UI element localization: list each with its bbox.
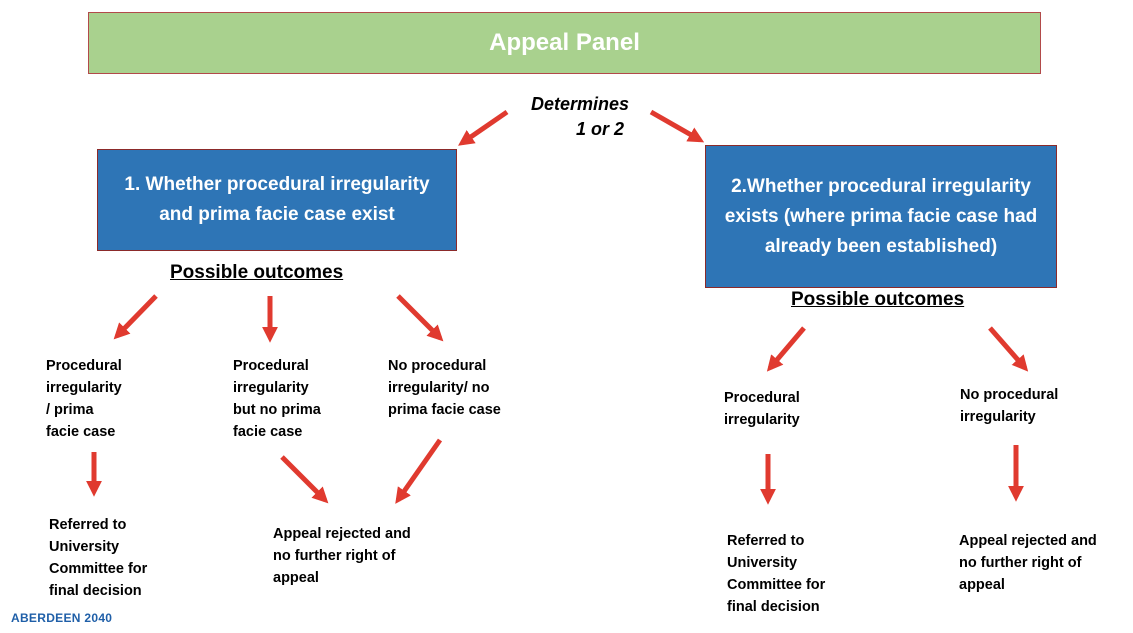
result-line: Committee for — [49, 561, 148, 577]
arrow-b2-outcome2 — [988, 326, 1029, 372]
outcome-line: but no prima — [233, 402, 321, 418]
branch2-outcomes-heading: Possible outcomes — [791, 289, 965, 310]
determines-label: Determines 1 or 2 — [500, 92, 660, 142]
arrow-b2-outcome1 — [766, 326, 806, 372]
determines-line1: Determines — [530, 94, 630, 114]
determines-line2: 1 or 2 — [575, 119, 625, 139]
appeal-panel-box: Appeal Panel — [88, 12, 1041, 74]
branch1-outcome-2: Procedural irregularity but no prima fac… — [233, 355, 353, 443]
branch1-box: 1. Whether procedural irregularity and p… — [97, 149, 457, 251]
result-line: no further right of — [959, 555, 1082, 571]
result-line: appeal — [959, 577, 1005, 593]
branch2-result-referred: Referred to University Committee for fin… — [727, 530, 867, 618]
branch2-result-rejected: Appeal rejected and no further right of … — [959, 530, 1129, 596]
branch2-outcome-2: No procedural irregularity — [960, 384, 1100, 428]
aberdeen-2040-logo: ABERDEEN 2040 — [11, 611, 113, 625]
arrow-b1-outcome2-rejected — [280, 455, 329, 504]
outcome-line: / prima — [46, 402, 94, 418]
result-line: no further right of — [273, 548, 396, 564]
result-line: Appeal rejected and — [273, 526, 411, 542]
outcome-line: irregularity — [46, 380, 122, 396]
outcome-line: irregularity — [724, 412, 800, 428]
outcome-line: Procedural — [724, 390, 800, 406]
branch1-outcome-3: No procedural irregularity/ no prima fac… — [388, 355, 538, 421]
outcome-line: Procedural — [46, 358, 122, 374]
result-line: Appeal rejected and — [959, 533, 1097, 549]
result-line: final decision — [727, 599, 820, 615]
outcome-line: irregularity — [960, 409, 1036, 425]
outcome-line: facie case — [46, 424, 116, 440]
result-line: University — [727, 555, 798, 571]
result-line: Referred to — [49, 517, 127, 533]
outcome-line: Procedural — [233, 358, 309, 374]
arrow-b1-outcome3-rejected — [395, 438, 443, 504]
result-line: University — [49, 539, 120, 555]
outcome-line: irregularity/ no — [388, 380, 490, 396]
outcome-line: No procedural — [388, 358, 487, 374]
appeal-panel-title: Appeal Panel — [489, 29, 640, 56]
outcome-line: irregularity — [233, 380, 309, 396]
branch1-heading: 1. Whether procedural irregularity and p… — [124, 174, 430, 225]
result-line: Committee for — [727, 577, 826, 593]
result-line: Referred to — [727, 533, 805, 549]
arrow-to-branch2 — [649, 109, 705, 143]
branch2-outcome-1: Procedural irregularity — [724, 387, 854, 431]
branch2-heading: 2.Whether procedural irregularity exists… — [724, 175, 1038, 257]
branch1-result-referred: Referred to University Committee for fin… — [49, 514, 189, 602]
outcome-line: prima facie case — [388, 402, 501, 418]
branch1-outcomes-heading: Possible outcomes — [170, 262, 344, 283]
result-line: appeal — [273, 570, 319, 586]
branch2-box: 2.Whether procedural irregularity exists… — [705, 145, 1057, 288]
result-line: final decision — [49, 583, 142, 599]
branch1-result-rejected: Appeal rejected and no further right of … — [273, 523, 463, 589]
arrow-b1-outcome3 — [396, 294, 444, 342]
branch1-outcome-1: Procedural irregularity / prima facie ca… — [46, 355, 166, 443]
outcome-line: facie case — [233, 424, 303, 440]
arrow-to-branch1 — [458, 109, 509, 146]
arrow-b1-outcome1 — [113, 294, 158, 340]
outcome-line: No procedural — [960, 387, 1059, 403]
